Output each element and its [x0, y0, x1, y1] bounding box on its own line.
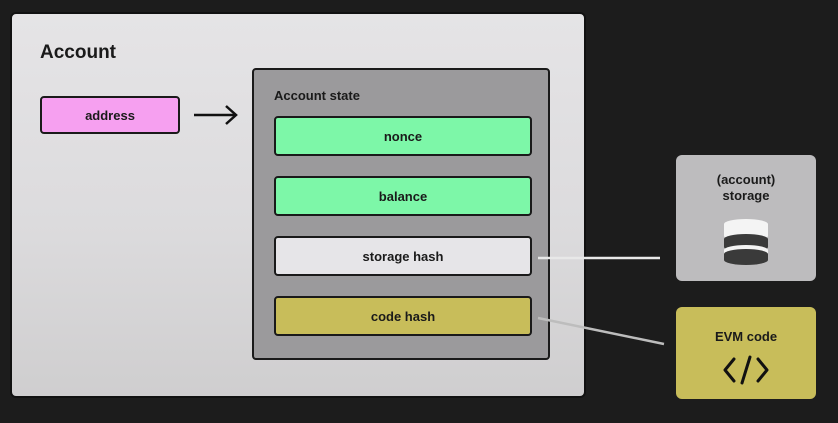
evm-code-box: EVM code: [676, 307, 816, 399]
storage-label: (account) storage: [676, 172, 816, 204]
storage-label-line2: storage: [722, 188, 770, 203]
evm-code-label: EVM code: [714, 329, 778, 344]
database-icon: [724, 219, 768, 265]
code-hash-field: code hash: [274, 296, 532, 336]
account-title: Account: [40, 42, 116, 63]
nonce-field: nonce: [274, 116, 532, 156]
account-state-box: Account state nonce balance storage hash…: [252, 68, 550, 360]
code-icon: [723, 355, 769, 385]
address-box: address: [40, 96, 180, 134]
storage-box: (account) storage: [676, 155, 816, 281]
storage-label-line1: (account): [716, 172, 776, 187]
balance-field: balance: [274, 176, 532, 216]
account-panel: Account address Account state nonce bala…: [10, 12, 586, 398]
account-state-title: Account state: [274, 88, 360, 103]
storage-hash-field: storage hash: [274, 236, 532, 276]
right-arrow-icon: [194, 105, 238, 125]
